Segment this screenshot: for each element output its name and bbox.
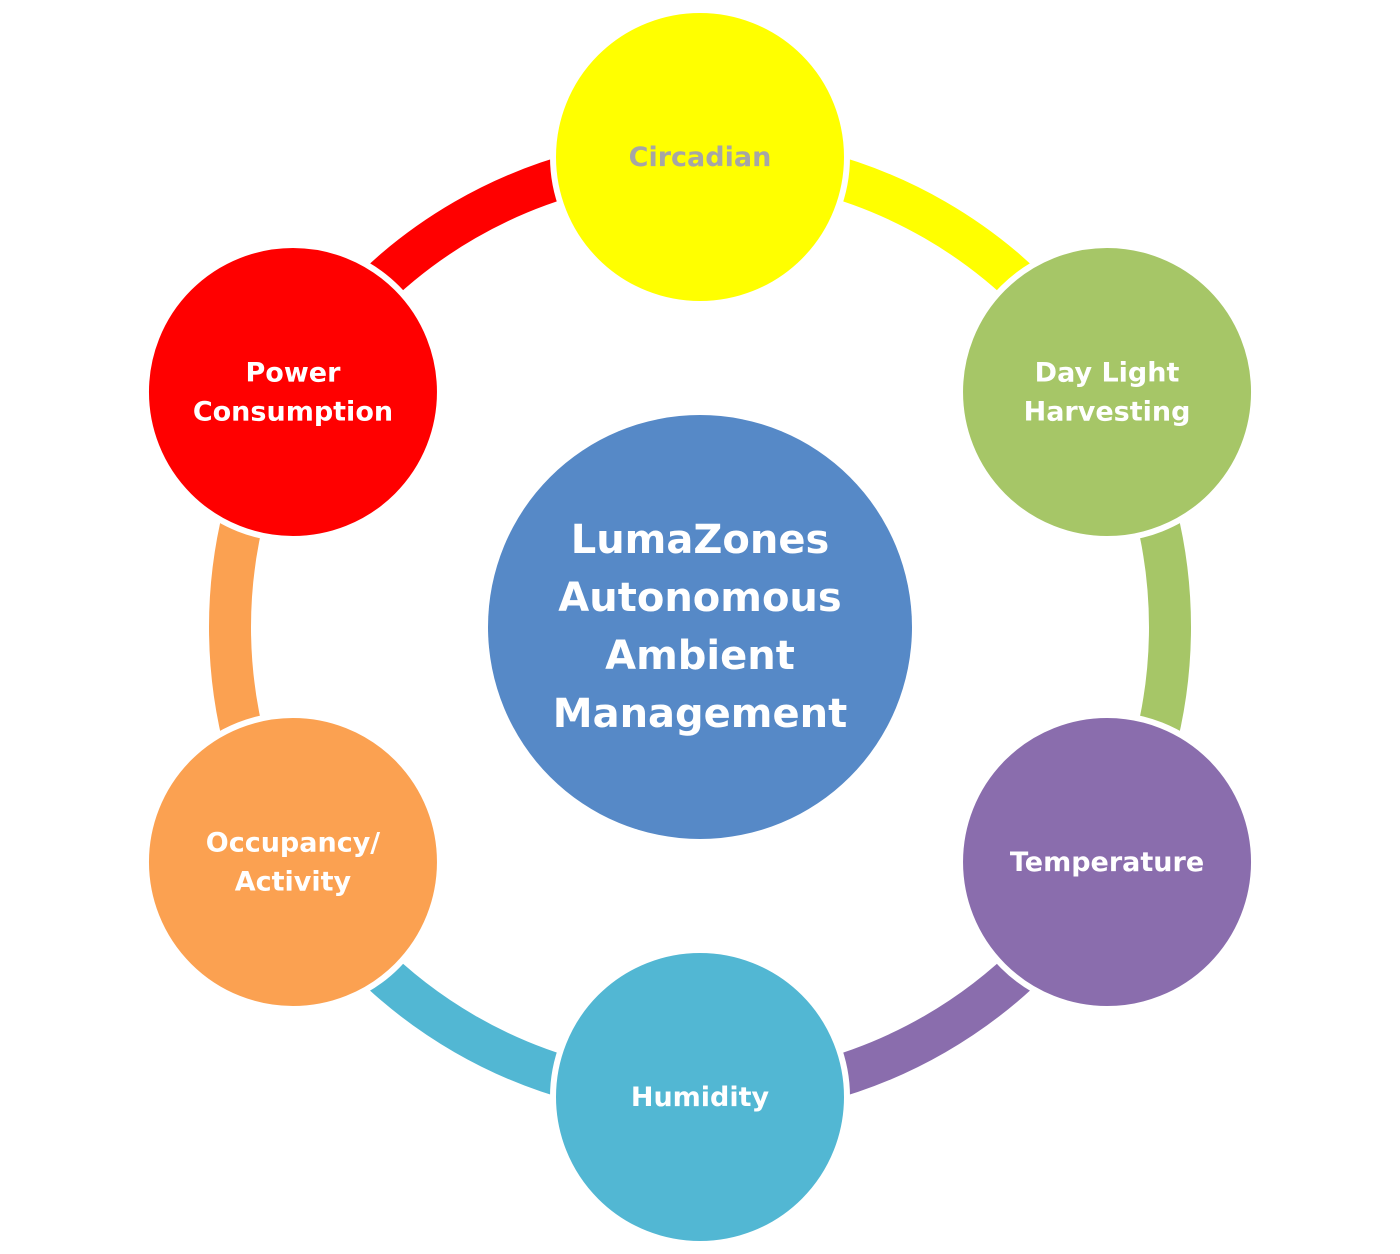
node-temperature: Temperature [957, 712, 1258, 1012]
node-circle-humidity [550, 947, 850, 1247]
node-label-temperature: Temperature [1010, 847, 1204, 878]
node-label-humidity: Humidity [631, 1082, 770, 1113]
node-label-line: Humidity [631, 1082, 770, 1113]
node-label-line: Circadian [629, 142, 772, 173]
node-label-line: Day Light [1035, 357, 1180, 388]
node-occupancy-activity: Occupancy/Activity [142, 712, 443, 1012]
node-circle-occupancy-activity [142, 712, 443, 1012]
node-label-occupancy-activity: Occupancy/Activity [206, 827, 381, 897]
node-label-circadian: Circadian [629, 142, 772, 173]
node-circle-temperature [957, 712, 1258, 1012]
center-title-line: LumaZones [571, 517, 830, 563]
center-circle [488, 415, 912, 839]
node-label-line: Consumption [193, 396, 393, 427]
node-label-line: Power [246, 357, 342, 388]
node-circle-power-consumption [142, 242, 443, 542]
center-title-line: Ambient [605, 633, 795, 679]
node-label-line: Harvesting [1024, 396, 1191, 427]
node-label-line: Occupancy/ [206, 827, 381, 858]
node-circadian: Circadian [550, 7, 850, 307]
node-humidity: Humidity [550, 947, 850, 1247]
center-title-line: Autonomous [558, 575, 841, 621]
node-label-line: Temperature [1010, 847, 1204, 878]
node-circle-circadian [550, 7, 850, 307]
node-circle-day-light-harvesting [957, 242, 1258, 542]
node-label-line: Activity [235, 866, 352, 897]
center-title-line: Management [553, 691, 847, 737]
